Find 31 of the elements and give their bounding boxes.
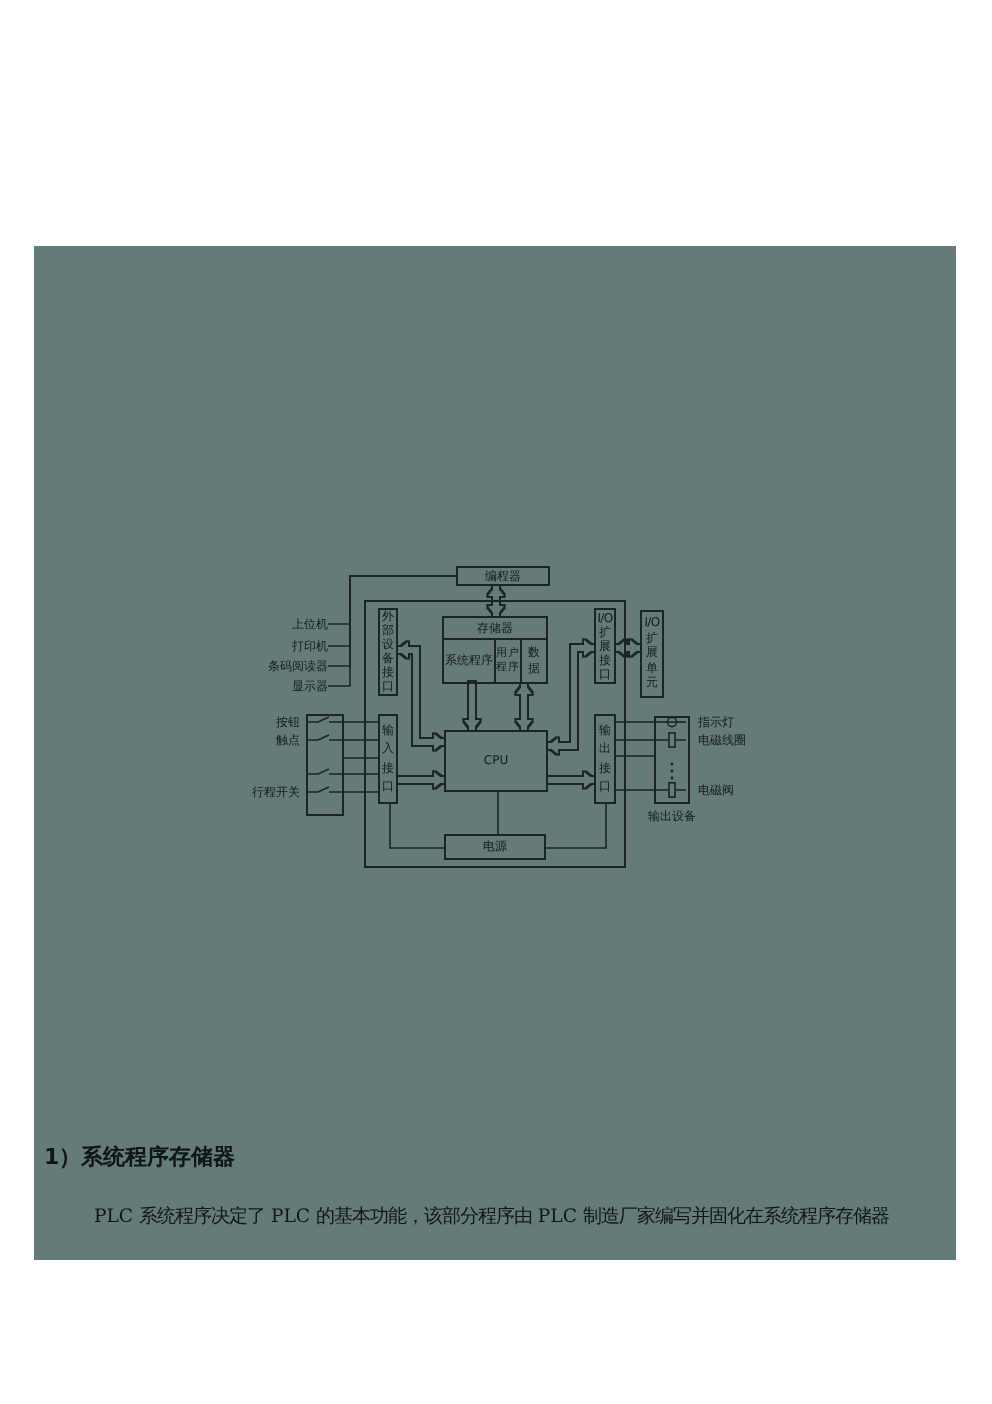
switch-icon — [308, 734, 338, 746]
hollow-arrow — [516, 684, 532, 730]
hollow-arrow — [548, 772, 594, 788]
connection-line — [337, 721, 379, 723]
connection-line — [337, 791, 379, 793]
switch-icon — [308, 768, 338, 780]
switch-icon — [308, 716, 338, 728]
connection-line — [389, 803, 445, 849]
hollow-arrow — [398, 772, 444, 788]
connection-line — [337, 773, 379, 775]
hollow-arrow — [464, 682, 480, 730]
connection-line — [343, 757, 379, 759]
connection-line — [337, 739, 379, 741]
switch-icon — [308, 786, 338, 798]
connection-line — [615, 739, 659, 741]
connection-line — [615, 755, 655, 757]
lamp-icon — [658, 716, 686, 728]
hollow-arrow — [488, 586, 504, 616]
coil-icon — [658, 782, 686, 798]
memory-box — [442, 616, 548, 684]
hollow-arrow — [548, 640, 594, 754]
hollow-arrow — [398, 642, 444, 750]
hollow-arrow — [616, 640, 640, 656]
connection-line — [615, 789, 659, 791]
section-heading: 1）系统程序存储器 — [44, 1143, 236, 1169]
connection-line — [545, 803, 607, 849]
connection-line — [327, 575, 457, 687]
coil-icon — [658, 732, 686, 748]
connection-line — [615, 721, 659, 723]
body-text: PLC 系统程序决定了 PLC 的基本功能，该部分程序由 PLC 制造厂家编写并固化在系统程序存储器 — [94, 1205, 889, 1228]
connection-line — [497, 791, 499, 835]
